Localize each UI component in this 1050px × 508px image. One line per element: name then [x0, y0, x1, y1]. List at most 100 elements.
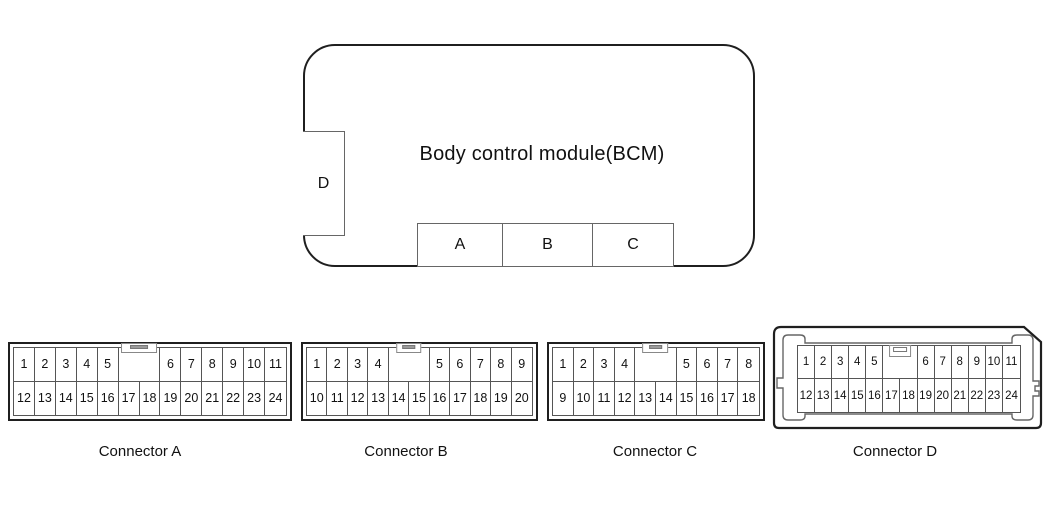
pin-cell: 14: [656, 381, 677, 415]
pin-cell: 12: [348, 381, 369, 415]
pin-cell: 24: [268, 391, 283, 406]
pin-cell: 23: [986, 379, 1003, 412]
pin-cell: 21: [952, 379, 969, 412]
pin-cell: 3: [347, 348, 369, 382]
latch-tab-icon: [642, 343, 669, 353]
pin-cell: 19: [160, 381, 182, 415]
pin-cell: 4: [614, 348, 636, 382]
pin-cell: 2: [573, 348, 595, 382]
pin-cell: 3: [594, 348, 615, 382]
pin-cell: 9: [511, 348, 532, 382]
pin-cell: 11: [327, 381, 348, 415]
pin-cell: 13: [368, 381, 389, 415]
latch-tab-lock: [893, 347, 907, 352]
pin-cell: 6: [917, 346, 935, 379]
pin-cell: 17: [718, 381, 739, 415]
connector-d-caption: Connector D: [852, 443, 938, 460]
module-title: Body control module(BCM): [419, 143, 665, 165]
latch-tab-lock: [648, 345, 662, 349]
pin-cell: 24: [1005, 389, 1018, 402]
latch-tab-lock: [402, 345, 416, 349]
pin-cell: 3: [832, 346, 850, 379]
pin-cell: 1: [307, 348, 328, 382]
module-port-c: C: [592, 223, 674, 267]
blank-cell: [118, 343, 161, 382]
pin-cell: 14: [832, 379, 850, 412]
pin-cell: 16: [866, 379, 884, 412]
latch-tab-icon: [121, 343, 157, 353]
pin-cell: 4: [368, 348, 389, 382]
pin-cell: 14: [389, 381, 410, 415]
pin-cell: 2: [34, 348, 56, 382]
pin-cell: 9: [553, 381, 574, 415]
blank-cell: [883, 345, 918, 379]
connector-a-caption: Connector A: [98, 443, 182, 460]
pin-cell: 13: [635, 381, 656, 415]
pin-cell: 16: [98, 381, 119, 415]
pin-cell: 7: [717, 348, 739, 382]
pin-cell: 13: [35, 381, 56, 415]
pin-cell: 23: [244, 381, 266, 415]
module-port-a-label: A: [454, 236, 466, 253]
pin-cell: 10: [574, 381, 595, 415]
pin-cell: 13: [815, 379, 833, 412]
connector-b-caption: Connector B: [364, 443, 448, 460]
pin-cell: 5: [866, 346, 884, 379]
pin-cell: 5: [429, 348, 451, 382]
pin-cell: 7: [934, 346, 952, 379]
pin-cell: 1: [553, 348, 574, 382]
pin-cell: 10: [307, 381, 328, 415]
pin-cell: 2: [327, 348, 348, 382]
pin-cell: 18: [471, 381, 492, 415]
pin-cell: 8: [951, 346, 969, 379]
module-port-c-label: C: [627, 236, 639, 253]
pin-cell: 12: [615, 381, 636, 415]
pin-cell: 14: [56, 381, 77, 415]
pin-cell: 11: [265, 348, 286, 382]
pin-cell: 11: [594, 381, 615, 415]
pin-cell: 15: [409, 381, 430, 415]
pin-cell: 12: [798, 379, 816, 412]
module-port-d: D: [303, 131, 345, 236]
module-port-d-label: D: [317, 174, 330, 192]
pin-cell: 10: [985, 346, 1003, 379]
pin-cell: 19: [918, 379, 935, 412]
pin-cell: 18: [741, 391, 756, 406]
pin-cell: 9: [968, 346, 986, 379]
pin-cell: 17: [883, 379, 901, 412]
pin-cell: 20: [514, 391, 529, 406]
pin-cell: 6: [450, 348, 471, 382]
pin-cell: 4: [76, 348, 98, 382]
latch-tab-icon: [889, 345, 911, 357]
blank-cell: [388, 343, 430, 382]
pin-cell: 20: [181, 381, 203, 415]
pin-cell: 16: [430, 381, 451, 415]
pin-cell: 20: [935, 379, 952, 412]
pin-cell: 10: [244, 348, 266, 382]
latch-tab-icon: [396, 343, 422, 353]
pin-cell: 21: [202, 381, 224, 415]
pin-cell: 18: [140, 381, 161, 415]
pin-cell: 22: [223, 381, 245, 415]
connector-c-caption: Connector C: [612, 443, 698, 460]
pin-cell: 8: [738, 348, 759, 382]
pin-cell: 11: [1002, 346, 1020, 379]
latch-tab-lock: [129, 345, 149, 349]
pin-cell: 4: [849, 346, 867, 379]
pin-cell: 1: [798, 346, 816, 379]
pin-cell: 5: [97, 348, 119, 382]
pin-cell: 7: [181, 348, 203, 382]
pin-cell: 15: [677, 381, 698, 415]
pin-cell: 6: [160, 348, 182, 382]
pin-cell: 5: [676, 348, 698, 382]
pin-cell: 16: [697, 381, 718, 415]
pin-cell: 17: [450, 381, 471, 415]
